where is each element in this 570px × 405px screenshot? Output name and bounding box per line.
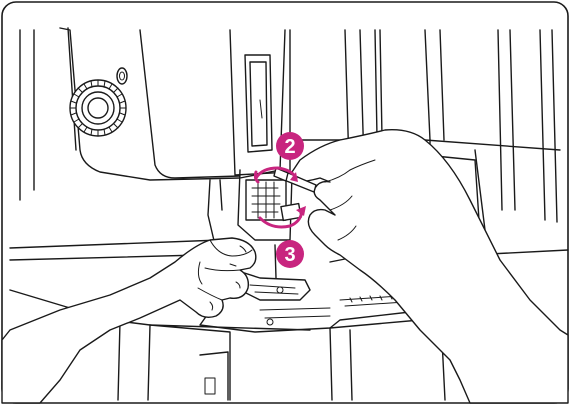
step-badge-3: 3 (276, 240, 304, 268)
step-number-3: 3 (284, 244, 295, 266)
step-number-2: 2 (284, 136, 295, 158)
small-knob (117, 68, 127, 84)
handwheel (70, 80, 126, 136)
step-badge-2: 2 (276, 132, 304, 160)
